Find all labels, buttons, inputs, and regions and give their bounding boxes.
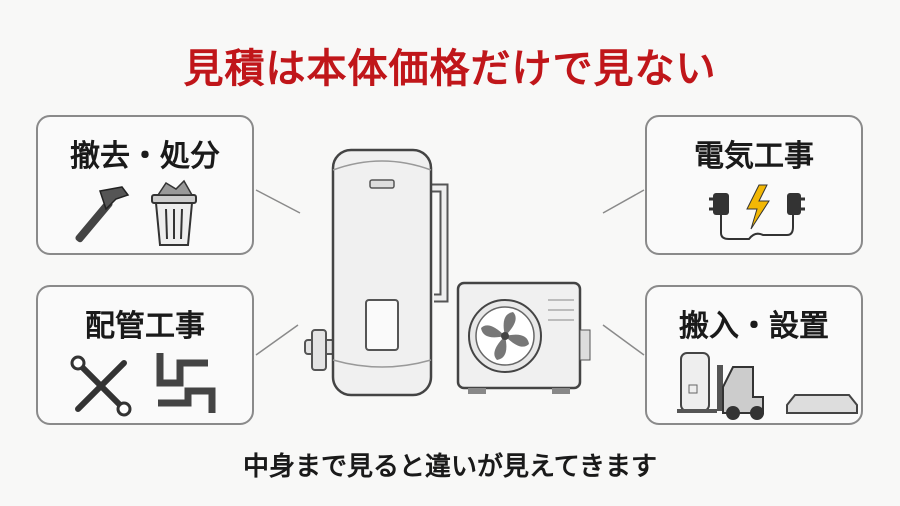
connector-lines — [255, 189, 645, 356]
storage-tank — [331, 148, 433, 397]
forklift-icon — [677, 352, 764, 420]
pipes-icon — [156, 353, 216, 413]
card-label: 電気工事 — [694, 139, 814, 174]
card-label: 搬入・設置 — [679, 309, 829, 344]
removal-disposal-card: 撤去・処分 — [36, 115, 254, 255]
hammer-icon — [75, 186, 130, 243]
piping-work-card: 配管工事 — [36, 285, 254, 425]
wrench-screwdriver-icon — [70, 355, 132, 417]
lightning-icon — [746, 184, 770, 230]
trash-can-icon — [151, 179, 197, 246]
card-label: 配管工事 — [85, 309, 205, 344]
electrical-work-card: 電気工事 — [645, 115, 863, 255]
base-pad-icon — [786, 394, 858, 414]
footer-caption: 中身まで見ると違いが見えてきます — [243, 452, 657, 482]
heat-pump-unit — [456, 281, 591, 394]
delivery-installation-card: 搬入・設置 — [645, 285, 863, 425]
page-title: 見積は本体価格だけで見ない — [183, 46, 717, 92]
plug-icon — [709, 193, 805, 240]
card-label: 撤去・処分 — [70, 139, 220, 174]
